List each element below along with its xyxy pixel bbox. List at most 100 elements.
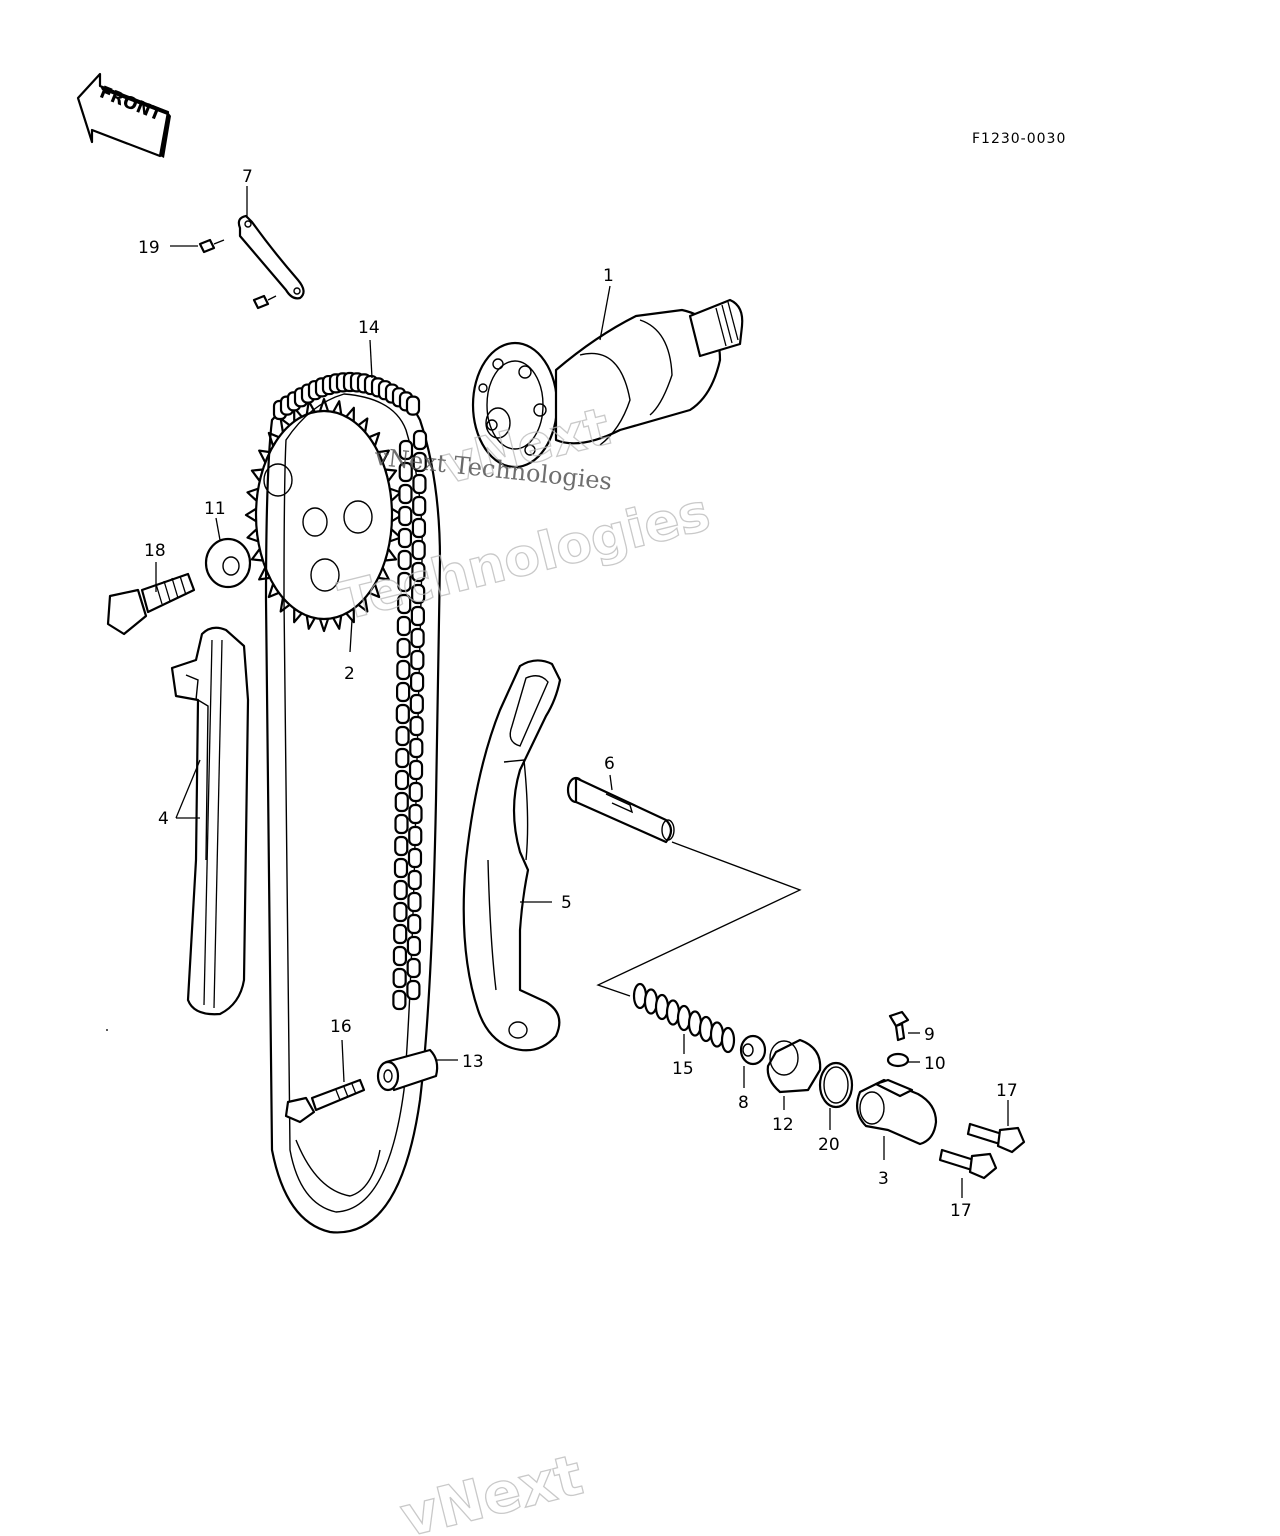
chain-link xyxy=(407,891,422,913)
chain-link xyxy=(412,473,427,495)
plunger xyxy=(766,1038,822,1094)
sprocket-bolt xyxy=(106,572,196,636)
chain-link xyxy=(394,813,409,835)
chain-link xyxy=(398,439,414,461)
callout-5: 5 xyxy=(561,893,572,913)
sealing-washer xyxy=(886,1052,910,1068)
chain-link xyxy=(406,957,421,979)
chain-link xyxy=(410,649,425,671)
callout-13: 13 xyxy=(462,1052,484,1072)
chain-link xyxy=(408,781,423,803)
chain-link xyxy=(393,923,408,945)
tensioner-spring xyxy=(632,982,736,1054)
tensioner-guide xyxy=(462,659,562,1052)
pivot-collar xyxy=(376,1048,439,1092)
front-arrow-icon: FRONT xyxy=(76,72,171,158)
chain-link xyxy=(397,527,413,549)
watermark-bottom: vNext xyxy=(394,1443,589,1536)
callout-11: 11 xyxy=(204,499,226,519)
callout-16: 16 xyxy=(330,1017,352,1037)
tensioner-pin xyxy=(566,776,675,844)
chain-link xyxy=(411,583,426,605)
chain-link xyxy=(411,539,426,561)
chain-link xyxy=(405,395,421,416)
chain-link xyxy=(408,759,424,781)
callout-10: 10 xyxy=(924,1054,946,1074)
chain-link xyxy=(412,429,428,451)
camshaft xyxy=(471,298,744,469)
chain-link xyxy=(394,791,409,813)
chain-link xyxy=(411,517,427,539)
chain-link xyxy=(392,989,407,1011)
callout-17-upper: 17 xyxy=(996,1081,1018,1101)
spring-seat xyxy=(739,1034,767,1066)
sprocket-tooth xyxy=(318,617,330,633)
front-chain-guide xyxy=(170,626,250,1016)
callout-7: 7 xyxy=(242,167,253,187)
chain-link xyxy=(412,451,427,473)
tensioner-mounting-bolt-upper xyxy=(966,1122,1026,1154)
chain-link xyxy=(410,627,425,649)
chain-link xyxy=(395,681,411,703)
chain-link xyxy=(395,725,410,747)
chain-guide-bracket xyxy=(198,214,305,310)
callout-12: 12 xyxy=(772,1115,794,1135)
tensioner-mounting-bolt-lower xyxy=(938,1148,998,1180)
callout-9: 9 xyxy=(924,1025,935,1045)
chain-link xyxy=(410,605,425,627)
callout-19: 19 xyxy=(138,238,160,258)
chain-link xyxy=(396,659,411,681)
callout-15: 15 xyxy=(672,1059,694,1079)
tensioner-cap-bolt xyxy=(888,1010,910,1042)
chain-link xyxy=(397,549,412,571)
chain-link xyxy=(407,869,422,891)
chain-link xyxy=(407,913,422,935)
callout-6: 6 xyxy=(604,754,615,774)
chain-link xyxy=(395,703,410,725)
chain-link xyxy=(397,593,412,615)
tensioner-body xyxy=(855,1078,938,1146)
chain-link xyxy=(396,615,411,637)
chain-link xyxy=(395,747,410,769)
callout-14: 14 xyxy=(358,318,380,338)
chain-link xyxy=(394,835,409,857)
sprocket-tooth xyxy=(244,507,258,523)
chain-link xyxy=(408,825,423,847)
chain-link xyxy=(398,505,413,527)
callout-8: 8 xyxy=(738,1093,749,1113)
callout-1: 1 xyxy=(603,266,614,286)
chain-link xyxy=(392,967,407,989)
leader-lines xyxy=(106,186,1009,1198)
chain-link xyxy=(406,935,422,957)
chain-link xyxy=(409,693,424,715)
callout-labels: 1 2 3 4 5 6 7 8 9 10 11 12 13 14 15 16 1… xyxy=(138,167,1018,1221)
callout-18: 18 xyxy=(144,541,166,561)
callout-20: 20 xyxy=(818,1135,840,1155)
callout-4: 4 xyxy=(158,809,169,829)
document-code: F1230-0030 xyxy=(972,131,1067,147)
chain-link xyxy=(408,803,423,825)
chain-link xyxy=(393,857,409,879)
timing-chain xyxy=(264,371,442,1234)
chain-link xyxy=(409,715,424,737)
chain-link xyxy=(397,571,412,593)
chain-link xyxy=(393,901,408,923)
callout-3: 3 xyxy=(878,1169,889,1189)
spring-coil xyxy=(720,1026,736,1054)
chain-link xyxy=(409,737,424,759)
o-ring xyxy=(818,1061,854,1109)
chain-link xyxy=(398,483,413,505)
chain-link xyxy=(398,461,413,483)
chain-link xyxy=(412,495,427,517)
chain-link xyxy=(406,979,421,1001)
chain-link xyxy=(411,561,426,583)
chain-link xyxy=(392,945,408,967)
assembly-line-pin xyxy=(596,841,802,997)
chain-link xyxy=(409,671,425,693)
watermark: vNext Technologies vNext Technologies vN… xyxy=(333,396,717,1536)
callout-17-lower: 17 xyxy=(950,1201,972,1221)
washer xyxy=(204,537,252,589)
chain-link xyxy=(407,847,423,869)
callout-2: 2 xyxy=(344,664,355,684)
chain-link xyxy=(393,879,408,901)
